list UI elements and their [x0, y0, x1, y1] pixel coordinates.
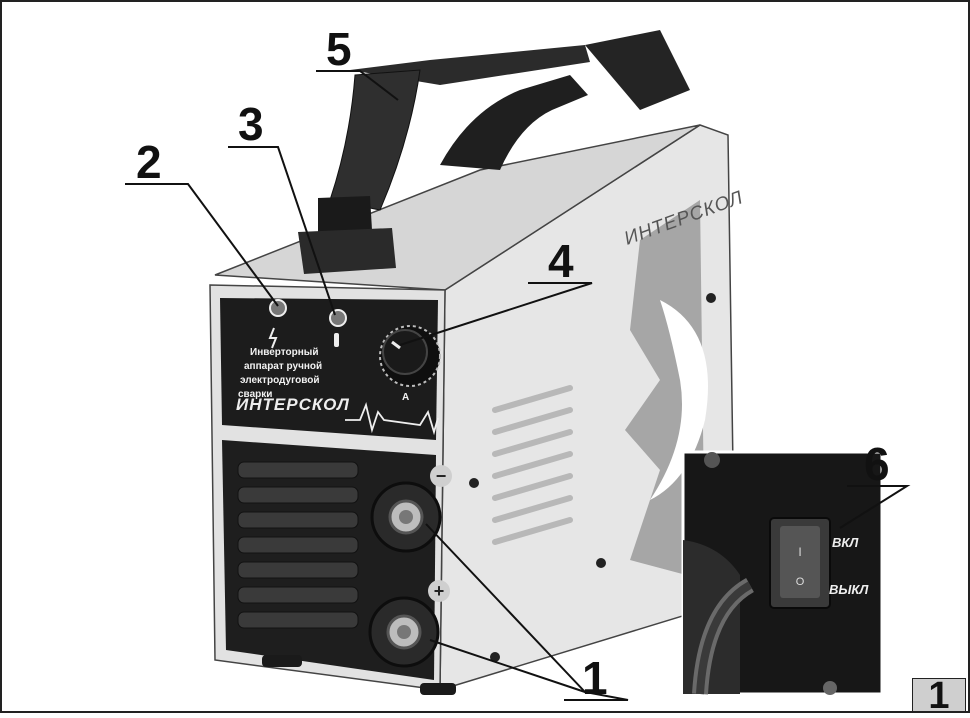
minus-sign-icon	[430, 465, 452, 487]
callout-3: 3	[238, 98, 264, 150]
switch-rocker	[780, 526, 820, 598]
panel-description-line: электродуговой	[240, 375, 320, 386]
foot	[262, 655, 302, 667]
side-logo-cutout	[650, 300, 708, 500]
knob-unit-label: A	[402, 392, 409, 403]
thermometer-icon	[334, 333, 339, 347]
foot	[420, 683, 456, 695]
callout-4: 4	[548, 235, 574, 287]
strap-lower	[298, 228, 396, 274]
terminal-plus	[368, 596, 440, 668]
current-knob	[379, 325, 441, 387]
switch-off-label: ВЫКЛ	[829, 582, 869, 597]
side-vents	[492, 385, 573, 545]
lightning-icon	[268, 327, 278, 349]
screw	[706, 293, 716, 303]
screw	[596, 558, 606, 568]
panel-description-line: сварки	[238, 389, 272, 400]
callout-2: 2	[136, 136, 162, 188]
screw	[490, 652, 500, 662]
switch-on-mark: I	[798, 545, 801, 559]
figure-number: 1	[928, 675, 950, 717]
front-vents	[237, 461, 359, 629]
switch-on-label: ВКЛ	[832, 535, 859, 550]
control-panel	[220, 298, 438, 440]
handle	[440, 75, 588, 170]
callout-6: 6	[864, 438, 890, 490]
switch-off-mark: O	[796, 576, 805, 588]
power-indicator	[269, 299, 287, 317]
arc-waveform-icon	[345, 402, 439, 436]
inset-photo: I O ВКЛ ВЫКЛ	[681, 450, 884, 696]
screw	[469, 478, 479, 488]
panel-description-line: Инверторный	[250, 347, 319, 358]
terminal-minus	[370, 481, 442, 553]
overheat-indicator	[329, 309, 347, 327]
figure-number-badge: 1	[912, 675, 966, 717]
plus-sign: +	[434, 581, 445, 601]
plus-sign-icon	[428, 580, 450, 602]
minus-sign: −	[436, 466, 447, 486]
strap-front	[329, 69, 421, 211]
callout-5: 5	[326, 23, 352, 75]
panel-description-line: аппарат ручной	[244, 361, 322, 372]
callout-1: 1	[582, 652, 608, 704]
panel-brand-logo: ИНТЕРСКОЛ	[236, 395, 350, 414]
strap-back	[585, 30, 690, 110]
strap-buckle	[318, 196, 372, 234]
leader-lines	[125, 70, 911, 701]
